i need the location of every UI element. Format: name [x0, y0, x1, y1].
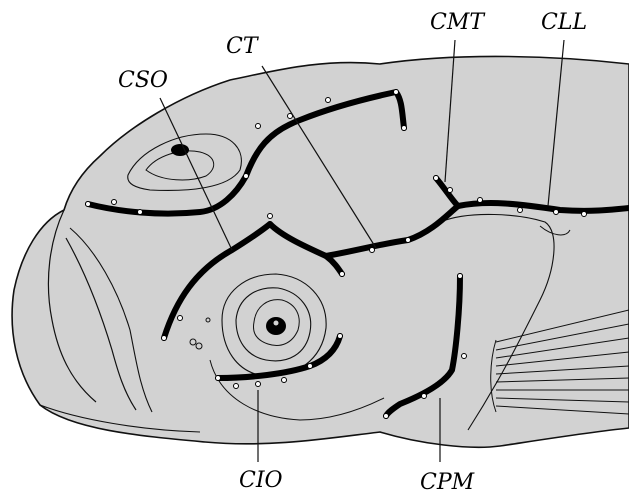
label-cso: CSO [118, 70, 168, 92]
label-ct: CT [226, 36, 258, 58]
label-cll: CLL [541, 12, 587, 34]
label-cio: CIO [239, 470, 283, 492]
pupil [266, 317, 286, 335]
label-cpm: CPM [420, 472, 474, 494]
label-cmt: CMT [430, 12, 484, 34]
